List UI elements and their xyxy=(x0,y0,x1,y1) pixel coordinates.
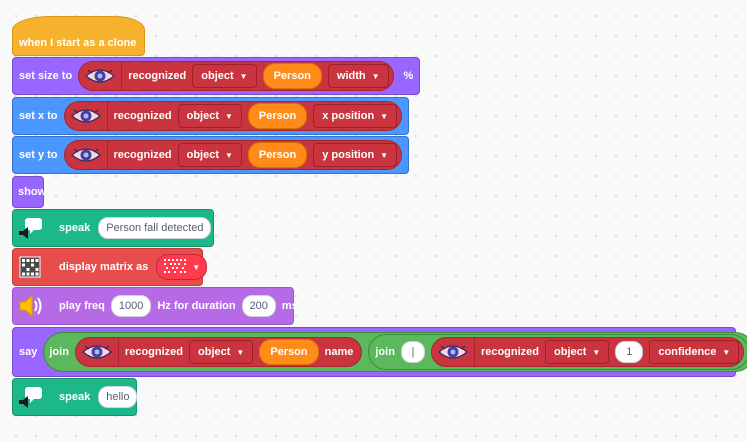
recognized-object-reporter[interactable]: recognized object▼ Person y position▼ xyxy=(63,140,403,170)
dropdown-arrow-icon: ▼ xyxy=(592,347,601,357)
dropdown-arrow-icon: ▼ xyxy=(225,111,233,121)
display-matrix-block[interactable]: display matrix as ▼ xyxy=(12,248,208,286)
object-dropdown[interactable]: object▼ xyxy=(192,64,257,88)
set-size-block[interactable]: set size to recognized object▼ Person wi… xyxy=(12,57,421,95)
join-operator-inner[interactable]: join | recognized object▼ 1 confidence▼ xyxy=(368,334,747,370)
eye-icon xyxy=(70,145,101,165)
reporter-divider xyxy=(106,140,108,170)
object-dropdown[interactable]: object▼ xyxy=(177,104,242,128)
dropdown-arrow-icon: ▼ xyxy=(239,71,248,81)
matrix-pattern-icon xyxy=(164,259,187,273)
recognized-object-name-reporter[interactable]: recognized object▼ Person name xyxy=(74,337,363,367)
class-value-person[interactable]: Person xyxy=(247,142,308,168)
reporter-divider xyxy=(117,337,119,367)
play-frequency-block[interactable]: play freq 1000 Hz for duration 200 ms xyxy=(12,287,298,325)
dropdown-arrow-icon: ▼ xyxy=(371,71,380,81)
show-block[interactable]: show xyxy=(12,176,47,208)
speak-block[interactable]: speak Person fall detected xyxy=(12,209,214,247)
property-dropdown[interactable]: y position▼ xyxy=(313,143,398,167)
set-size-label: set size to xyxy=(19,70,73,82)
name-label: name xyxy=(324,346,354,358)
duration-unit: ms xyxy=(281,300,298,312)
reporter-divider xyxy=(121,61,123,91)
duration-label: Hz for duration xyxy=(157,300,236,312)
join-operator-outer[interactable]: join recognized object▼ Person name join… xyxy=(43,332,747,372)
eye-icon xyxy=(70,106,101,126)
class-value-person[interactable]: Person xyxy=(262,63,322,89)
recognized-object-reporter[interactable]: recognized object▼ Person width▼ xyxy=(78,61,394,91)
property-dropdown[interactable]: width▼ xyxy=(327,64,389,88)
speech-bubble-icon xyxy=(13,210,47,246)
speak-label: speak xyxy=(59,391,91,403)
speak-block[interactable]: speak hello xyxy=(12,378,138,416)
dropdown-arrow-icon: ▼ xyxy=(225,150,233,160)
dropdown-arrow-icon: ▼ xyxy=(380,111,389,121)
reporter-text: recognized xyxy=(113,110,172,122)
show-label: show xyxy=(18,186,47,198)
class-value-person[interactable]: Person xyxy=(247,103,308,129)
frequency-input[interactable]: 1000 xyxy=(110,295,152,317)
eye-icon xyxy=(85,66,116,86)
join-label: join xyxy=(375,346,395,358)
confidence-dropdown[interactable]: confidence▼ xyxy=(649,340,740,364)
speech-bubble-icon xyxy=(13,379,47,415)
speak-text-input[interactable]: Person fall detected xyxy=(98,217,212,239)
object-dropdown[interactable]: object▼ xyxy=(545,340,610,364)
reporter-text: recognized xyxy=(480,346,540,358)
display-matrix-label: display matrix as xyxy=(59,261,149,273)
matrix-pattern-dropdown[interactable]: ▼ xyxy=(156,254,208,280)
speak-label: speak xyxy=(59,222,91,234)
recognized-object-confidence-reporter[interactable]: recognized object▼ 1 confidence▼ xyxy=(430,337,745,367)
reporter-text: recognized xyxy=(113,149,172,161)
eye-icon xyxy=(437,342,468,362)
class-value-person[interactable]: Person xyxy=(259,339,319,365)
property-dropdown[interactable]: x position▼ xyxy=(313,104,398,128)
reporter-text: recognized xyxy=(128,70,187,82)
speak-text-input[interactable]: hello xyxy=(98,386,138,408)
play-freq-label: play freq xyxy=(59,300,105,312)
dropdown-arrow-icon: ▼ xyxy=(380,150,389,160)
say-label: say xyxy=(19,346,38,358)
say-block[interactable]: say join recognized object▼ Person name … xyxy=(12,327,747,377)
object-index-input[interactable]: 1 xyxy=(615,341,644,363)
set-x-label: set x to xyxy=(19,110,58,122)
led-matrix-icon xyxy=(13,249,47,285)
join-label: join xyxy=(49,346,69,358)
set-y-block[interactable]: set y to recognized object▼ Person y pos… xyxy=(12,136,410,174)
duration-input[interactable]: 200 xyxy=(241,295,276,317)
hat-label: when I start as a clone xyxy=(19,36,137,49)
reporter-divider xyxy=(473,337,475,367)
reporter-divider xyxy=(106,101,108,131)
object-dropdown[interactable]: object▼ xyxy=(177,143,242,167)
object-dropdown[interactable]: object▼ xyxy=(189,340,254,364)
dropdown-arrow-icon: ▼ xyxy=(236,347,245,357)
dropdown-arrow-icon: ▼ xyxy=(722,347,731,357)
eye-icon xyxy=(81,342,112,362)
when-start-as-clone-hat-block[interactable]: when I start as a clone xyxy=(12,16,146,56)
set-y-label: set y to xyxy=(19,149,58,161)
dropdown-arrow-icon: ▼ xyxy=(192,262,201,272)
percent-suffix: % xyxy=(403,70,414,82)
recognized-object-reporter[interactable]: recognized object▼ Person x position▼ xyxy=(63,101,403,131)
set-x-block[interactable]: set x to recognized object▼ Person x pos… xyxy=(12,97,410,135)
reporter-text: recognized xyxy=(124,346,183,358)
separator-input[interactable]: | xyxy=(400,341,425,363)
speaker-sound-icon xyxy=(13,288,47,324)
